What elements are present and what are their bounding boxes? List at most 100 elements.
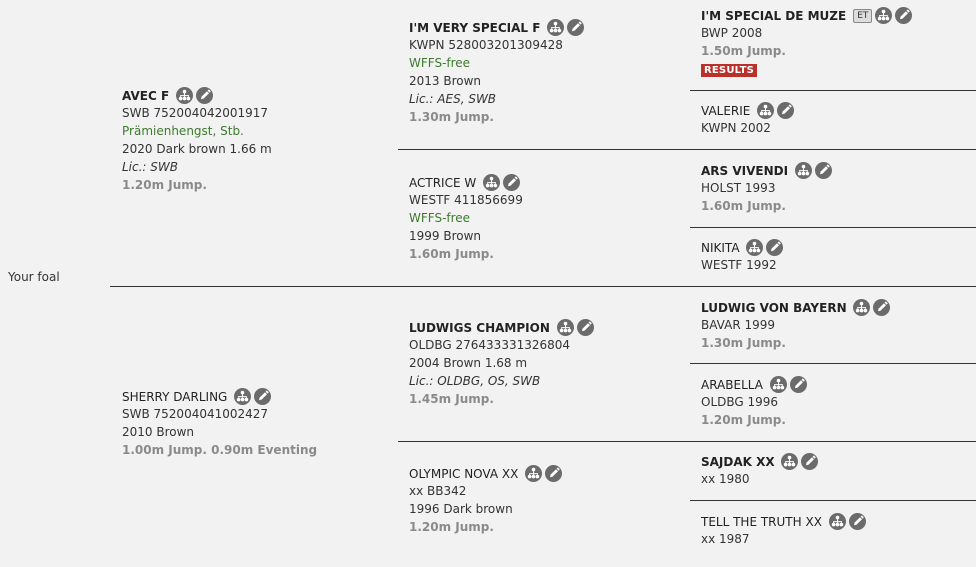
dam-sire-level: 1.45m Jump. (409, 392, 494, 406)
dam-sire-reg: OLDBG 276433331326804 (409, 338, 571, 352)
sire-dam-note: WFFS-free (409, 211, 471, 225)
divider-gen3-4 (690, 500, 976, 501)
dds-card: SAJDAK XX xx 1980 (701, 452, 819, 488)
dam-info: 2010 Brown (122, 425, 195, 439)
divider-gen3-1 (690, 90, 976, 91)
pedigree-tree-icon[interactable] (828, 513, 846, 530)
dsd-info: OLDBG 1996 (701, 395, 779, 409)
pencil-edit-icon[interactable] (503, 174, 521, 191)
pencil-edit-icon[interactable] (801, 453, 819, 470)
dam-sire-lic: Lic.: OLDBG, OS, SWB (409, 374, 541, 388)
ssd-info: KWPN 2002 (701, 121, 771, 135)
pedigree-tree-icon[interactable] (234, 388, 252, 405)
dam-sire-info: 2004 Brown 1.68 m (409, 356, 528, 370)
sss-card: I'M SPECIAL DE MUZE ET BWP 2008 1.50m Jum… (701, 6, 913, 78)
dam-dam-card: OLYMPIC NOVA XX xx BB342 1996 Dark brown… (409, 464, 563, 536)
pedigree-tree-icon[interactable] (483, 174, 501, 191)
dss-name[interactable]: LUDWIG VON BAYERN (701, 300, 847, 315)
dsd-card: ARABELLA OLDBG 1996 1.20m Jump. (701, 375, 807, 429)
sire-dam-name[interactable]: ACTRICE W (409, 175, 477, 190)
pencil-edit-icon[interactable] (567, 19, 585, 36)
ssd-card: VALERIE KWPN 2002 (701, 101, 795, 137)
sire-sire-level: 1.30m Jump. (409, 110, 494, 124)
dds-name[interactable]: SAJDAK XX (701, 454, 775, 469)
sire-reg: SWB 752004042001917 (122, 106, 269, 120)
results-button[interactable]: RESULTS (701, 64, 757, 77)
pencil-edit-icon[interactable] (576, 319, 594, 336)
dam-dam-info: 1996 Dark brown (409, 502, 513, 516)
pencil-edit-icon[interactable] (195, 87, 213, 104)
sire-sire-reg: KWPN 528003201309428 (409, 38, 563, 52)
ddd-card: TELL THE TRUTH XX xx 1987 (701, 512, 866, 548)
dam-dam-level: 1.20m Jump. (409, 520, 494, 534)
dam-reg: SWB 752004041002427 (122, 407, 269, 421)
ddd-name[interactable]: TELL THE TRUTH XX (701, 514, 822, 529)
pedigree-tree-icon[interactable] (556, 319, 574, 336)
pencil-edit-icon[interactable] (895, 7, 913, 24)
pedigree-tree-icon[interactable] (547, 19, 565, 36)
sdd-name[interactable]: NIKITA (701, 240, 740, 255)
pedigree-tree-icon[interactable] (853, 299, 871, 316)
sire-dam-level: 1.60m Jump. (409, 247, 494, 261)
pedigree-tree-icon[interactable] (525, 465, 543, 482)
divider-sire-parents (398, 149, 976, 150)
dam-sire-card: LUDWIGS CHAMPION OLDBG 276433331326804 2… (409, 318, 594, 408)
divider-gen3-2 (690, 227, 976, 228)
pedigree-tree-icon[interactable] (781, 453, 799, 470)
pencil-edit-icon[interactable] (766, 239, 784, 256)
pedigree-tree-icon[interactable] (175, 87, 193, 104)
sire-sire-note: WFFS-free (409, 56, 471, 70)
pencil-edit-icon[interactable] (789, 376, 807, 393)
dss-level: 1.30m Jump. (701, 336, 786, 350)
pencil-edit-icon[interactable] (777, 102, 795, 119)
divider-dam-parents (398, 441, 976, 442)
dss-card: LUDWIG VON BAYERN BAVAR 1999 1.30m Jump. (701, 298, 891, 352)
sire-card: AVEC F SWB 752004042001917 Prämienhengst… (122, 86, 272, 194)
dsd-level: 1.20m Jump. (701, 413, 786, 427)
sire-sire-name[interactable]: I'M VERY SPECIAL F (409, 20, 541, 35)
sire-sire-info: 2013 Brown (409, 74, 482, 88)
sss-name[interactable]: I'M SPECIAL DE MUZE (701, 8, 847, 23)
ddd-info: xx 1987 (701, 532, 750, 546)
sss-info: BWP 2008 (701, 26, 763, 40)
pencil-edit-icon[interactable] (254, 388, 272, 405)
sss-level: 1.50m Jump. (701, 44, 786, 58)
dam-level: 1.00m Jump. 0.90m Eventing (122, 443, 318, 457)
sire-dam-card: ACTRICE W WESTF 411856699 WFFS-free 1999… (409, 173, 523, 263)
sire-level: 1.20m Jump. (122, 178, 207, 192)
dam-dam-reg: xx BB342 (409, 484, 467, 498)
dam-sire-name[interactable]: LUDWIGS CHAMPION (409, 320, 550, 335)
divider-foal-generation (110, 286, 976, 287)
sire-name[interactable]: AVEC F (122, 88, 170, 103)
dam-dam-name[interactable]: OLYMPIC NOVA XX (409, 466, 519, 481)
dds-info: xx 1980 (701, 472, 750, 486)
pencil-edit-icon[interactable] (848, 513, 866, 530)
pedigree-tree-icon[interactable] (794, 162, 812, 179)
sdd-card: NIKITA WESTF 1992 (701, 238, 784, 274)
ssd-name[interactable]: VALERIE (701, 103, 751, 118)
sire-sire-card: I'M VERY SPECIAL F KWPN 528003201309428 … (409, 18, 585, 126)
sire-note: Prämienhengst, Stb. (122, 124, 244, 138)
sire-info: 2020 Dark brown 1.66 m (122, 142, 272, 156)
sds-card: ARS VIVENDI HOLST 1993 1.60m Jump. (701, 161, 832, 215)
pedigree-tree-icon[interactable] (757, 102, 775, 119)
sdd-info: WESTF 1992 (701, 258, 777, 272)
pedigree-tree-icon[interactable] (769, 376, 787, 393)
sire-dam-reg: WESTF 411856699 (409, 193, 523, 207)
pencil-edit-icon[interactable] (873, 299, 891, 316)
pedigree-tree-icon[interactable] (875, 7, 893, 24)
dam-name[interactable]: SHERRY DARLING (122, 389, 228, 404)
sire-dam-info: 1999 Brown (409, 229, 482, 243)
dsd-name[interactable]: ARABELLA (701, 377, 763, 392)
pencil-edit-icon[interactable] (814, 162, 832, 179)
sire-lic: Lic.: SWB (122, 160, 179, 174)
et-badge: ET (853, 8, 873, 23)
pedigree-tree-icon[interactable] (746, 239, 764, 256)
sire-sire-lic: Lic.: AES, SWB (409, 92, 497, 106)
pencil-edit-icon[interactable] (545, 465, 563, 482)
divider-gen3-3 (690, 363, 976, 364)
dss-info: BAVAR 1999 (701, 318, 776, 332)
sds-name[interactable]: ARS VIVENDI (701, 163, 789, 178)
sds-info: HOLST 1993 (701, 181, 776, 195)
foal-label: Your foal (8, 270, 60, 284)
